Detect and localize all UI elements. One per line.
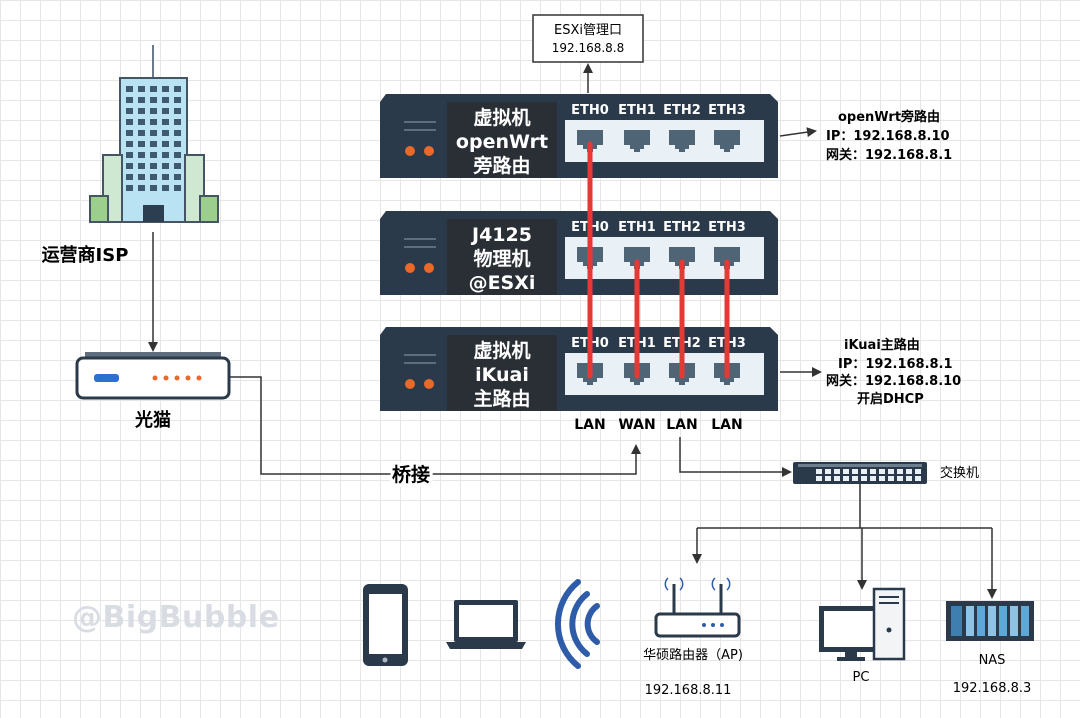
bridge-line (229, 376, 641, 475)
openwrt-info-ip: IP：192.168.8.10 (826, 129, 950, 144)
port-label-eth3: ETH3 (708, 220, 746, 235)
nas-icon (946, 601, 1034, 641)
server-unit-2: 虚拟机iKuai主路由ETH0ETH1ETH2ETH3 (380, 327, 778, 411)
led-indicator (405, 379, 415, 389)
port-role-2: LAN (666, 417, 697, 433)
led-indicator (405, 146, 415, 156)
openwrt-info: openWrt旁路由 IP：192.168.8.10 网关：192.168.8.… (826, 109, 952, 163)
nas-label: NAS (979, 653, 1006, 668)
server-2-line-1: iKuai (475, 364, 529, 386)
modem-icon (75, 352, 231, 400)
server-2-line-2: 主路由 (473, 387, 530, 410)
port-label-eth2: ETH2 (663, 220, 701, 235)
port-role-3: LAN (711, 417, 742, 433)
nas-ip: 192.168.8.3 (953, 681, 1032, 696)
modem-label: 光猫 (134, 409, 171, 431)
ikuai-info-dhcp: 开启DHCP (857, 391, 924, 407)
ikuai-info-gateway: 网关：192.168.8.10 (826, 373, 961, 389)
esxi-mgmt-box: ESXi管理口 192.168.8.8 (532, 14, 644, 63)
port-role-0: LAN (574, 417, 605, 433)
watermark-text: @BigBubble (72, 600, 280, 635)
server-0-line-2: 旁路由 (472, 154, 530, 177)
ikuai-info: iKuai主路由 IP：192.168.8.1 网关：192.168.8.10 … (826, 337, 961, 407)
openwrt-info-gateway: 网关：192.168.8.1 (826, 147, 952, 163)
openwrt-info-arrow (779, 127, 817, 138)
phone-icon (363, 584, 408, 666)
port-label-eth3: ETH3 (708, 103, 746, 118)
esxi-mgmt-title: ESXi管理口 (554, 23, 622, 38)
router-ip: 192.168.8.11 (645, 683, 732, 698)
ikuai-info-title: iKuai主路由 (844, 337, 920, 353)
wifi-icon (554, 579, 600, 669)
server-0-line-1: openWrt (456, 131, 548, 153)
port-label-eth2: ETH2 (663, 103, 701, 118)
switch-lines (692, 484, 997, 599)
port-label-eth1: ETH1 (618, 220, 656, 235)
port-label-eth0: ETH0 (571, 103, 609, 118)
cables (587, 141, 730, 379)
server-0-line-0: 虚拟机 (473, 106, 530, 129)
lan-switch-line (679, 437, 792, 477)
isp-building-icon (89, 45, 219, 223)
switch-label: 交换机 (940, 465, 979, 481)
router-icon (654, 577, 741, 638)
port-role-1: WAN (618, 417, 655, 433)
pc-icon (819, 587, 906, 661)
laptop-icon (446, 600, 526, 649)
openwrt-info-title: openWrt旁路由 (838, 109, 940, 125)
server-1-line-0: J4125 (470, 224, 532, 246)
server-1-line-1: 物理机 (473, 247, 530, 270)
isp-label: 运营商ISP (42, 244, 129, 266)
port-label-eth1: ETH1 (618, 103, 656, 118)
pc-label: PC (853, 670, 870, 685)
ikuai-info-ip: IP：192.168.8.1 (838, 357, 953, 372)
switch-icon (793, 462, 927, 484)
bridge-label: 桥接 (392, 463, 430, 486)
server-1-line-2: @ESXi (469, 272, 536, 294)
server-2-line-0: 虚拟机 (473, 339, 530, 362)
esxi-mgmt-ip: 192.168.8.8 (552, 41, 625, 55)
router-label: 华硕路由器（AP) (643, 647, 743, 663)
led-indicator (405, 263, 415, 273)
